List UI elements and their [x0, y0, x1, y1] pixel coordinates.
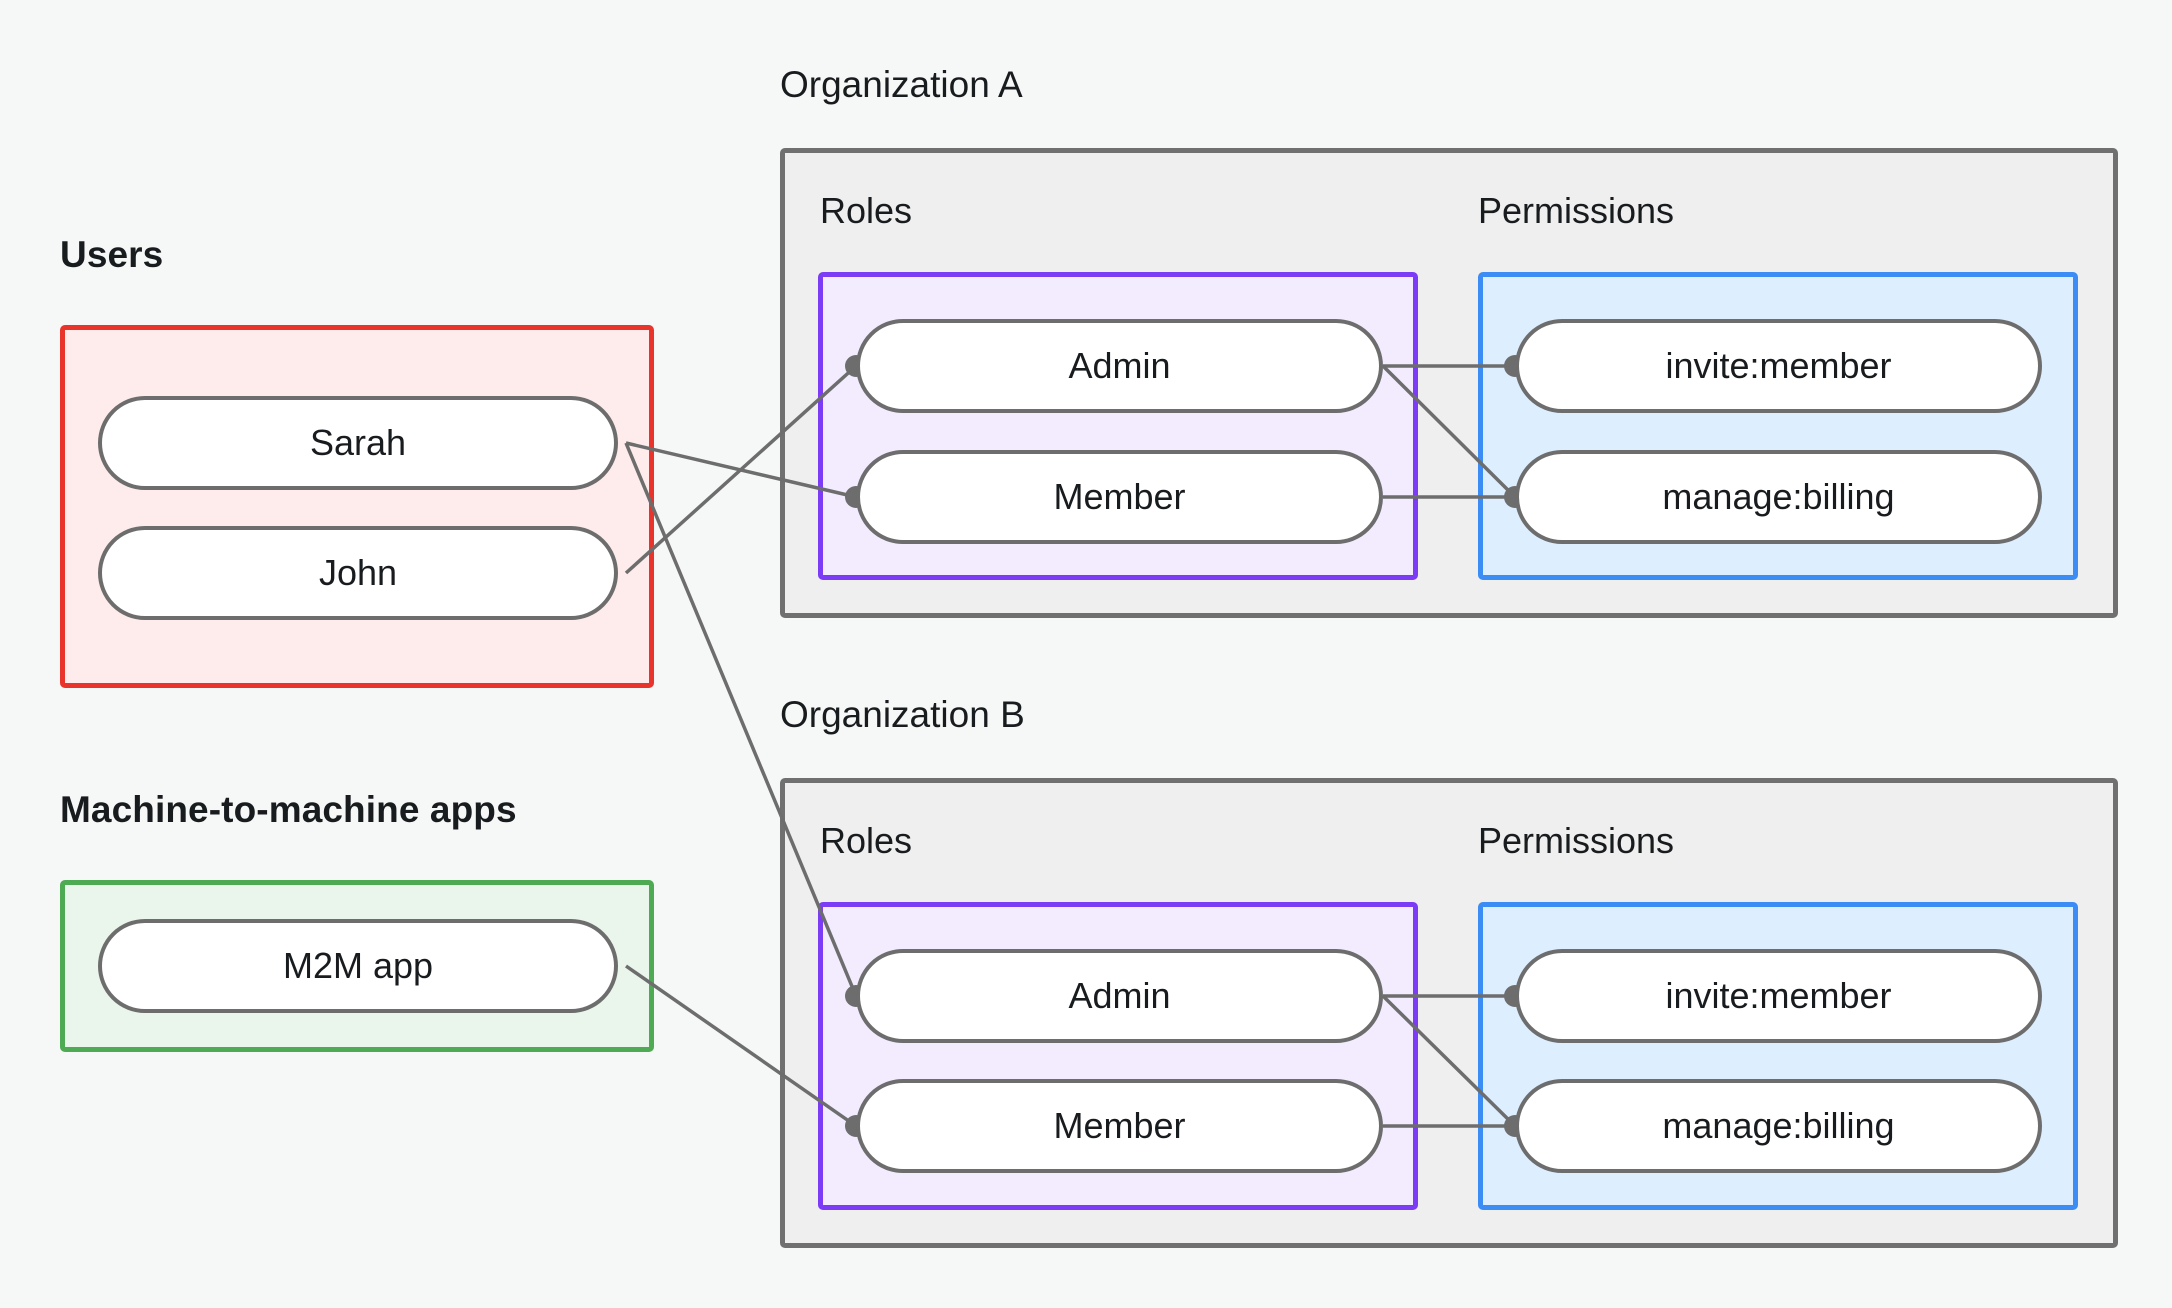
org-b-permissions-label: Permissions [1478, 820, 1675, 861]
permission-node-org-a-invite-member[interactable]: invite:member [1515, 319, 2042, 413]
permission-node-org-b-invite-member[interactable]: invite:member [1515, 949, 2042, 1043]
m2m-group-label: Machine-to-machine apps [60, 789, 517, 830]
user-node-john[interactable]: John [98, 526, 618, 620]
org-a-roles-label: Roles [820, 190, 913, 231]
m2m-node-m2m-app[interactable]: M2M app [98, 919, 618, 1013]
role-node-org-a-admin[interactable]: Admin [856, 319, 1383, 413]
permission-node-org-b-manage-billing[interactable]: manage:billing [1515, 1079, 2042, 1173]
org-b-label: Organization B [780, 694, 1025, 735]
org-a-label: Organization A [780, 64, 1023, 105]
org-a-permissions-label: Permissions [1478, 190, 1675, 231]
role-node-org-a-member[interactable]: Member [856, 450, 1383, 544]
role-node-org-b-member[interactable]: Member [856, 1079, 1383, 1173]
users-container [60, 325, 654, 688]
permission-node-org-a-manage-billing[interactable]: manage:billing [1515, 450, 2042, 544]
role-node-org-b-admin[interactable]: Admin [856, 949, 1383, 1043]
org-b-roles-label: Roles [820, 820, 913, 861]
user-node-sarah[interactable]: Sarah [98, 396, 618, 490]
users-group-label: Users [60, 234, 164, 275]
